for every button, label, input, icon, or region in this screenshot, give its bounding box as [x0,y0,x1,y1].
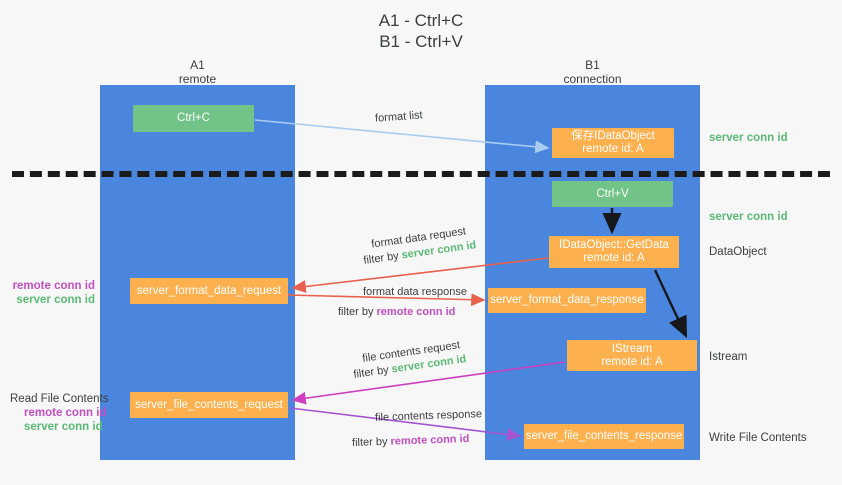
box-idataobject-getdata[interactable]: IDataObject::GetData remote id: A [549,236,679,268]
remote-conn-id-value-1: remote conn id [376,306,456,318]
filter-by-label-4: filter by [351,435,388,450]
arrow-getdata-istream [653,269,688,339]
note-remote-conn-id-1: remote conn id [12,280,95,292]
arrow-file-contents-request [291,361,566,405]
phase-divider [12,171,830,177]
note-conn-ids-format: remote conn id server conn id [10,279,95,307]
box-server-format-data-request[interactable]: server_format_data_request [130,278,288,304]
note-istream: Istream [709,351,748,363]
arrow-format-data-request [291,257,549,293]
arrow-file-contents-response [289,407,522,441]
box-istream[interactable]: IStream remote id: A [567,340,697,371]
caption-format-data-response: format data response [363,286,467,298]
filter-by-label-2: filter by [338,306,374,318]
note-server-conn-id-2: server conn id [24,421,103,433]
caption-filter-by-remote-conn-id-1: filter by remote conn id [338,305,455,319]
note-read-file-contents-group: Read File Contents remote conn id server… [10,392,109,434]
note-server-conn-id-top: server conn id [709,132,788,144]
note-read-file-contents: Read File Contents [10,393,109,405]
page-title: A1 - Ctrl+C B1 - Ctrl+V [378,11,464,51]
note-write-file-contents: Write File Contents [709,432,807,444]
box-server-format-data-response[interactable]: server_format_data_response [488,288,646,313]
box-server-file-contents-request[interactable]: server_file_contents_request [130,392,288,418]
lane-header-a1: A1 remote [178,58,217,86]
box-ctrl-v[interactable]: Ctrl+V [552,181,673,207]
box-idataobject[interactable]: 保存IDataObject remote id: A [552,128,674,158]
note-server-conn-id-1: server conn id [16,294,95,306]
arrow-format-list [254,119,550,154]
note-dataobject: DataObject [709,246,767,258]
lane-header-b1: B1 connection [563,58,622,86]
box-ctrl-c[interactable]: Ctrl+C [133,105,254,132]
note-server-conn-id-mid: server conn id [709,211,788,223]
remote-conn-id-value-2: remote conn id [390,432,470,448]
box-server-file-contents-response[interactable]: server_file_contents_response [524,424,684,449]
note-remote-conn-id-2: remote conn id [24,407,107,419]
arrow-format-data-response [287,293,486,307]
